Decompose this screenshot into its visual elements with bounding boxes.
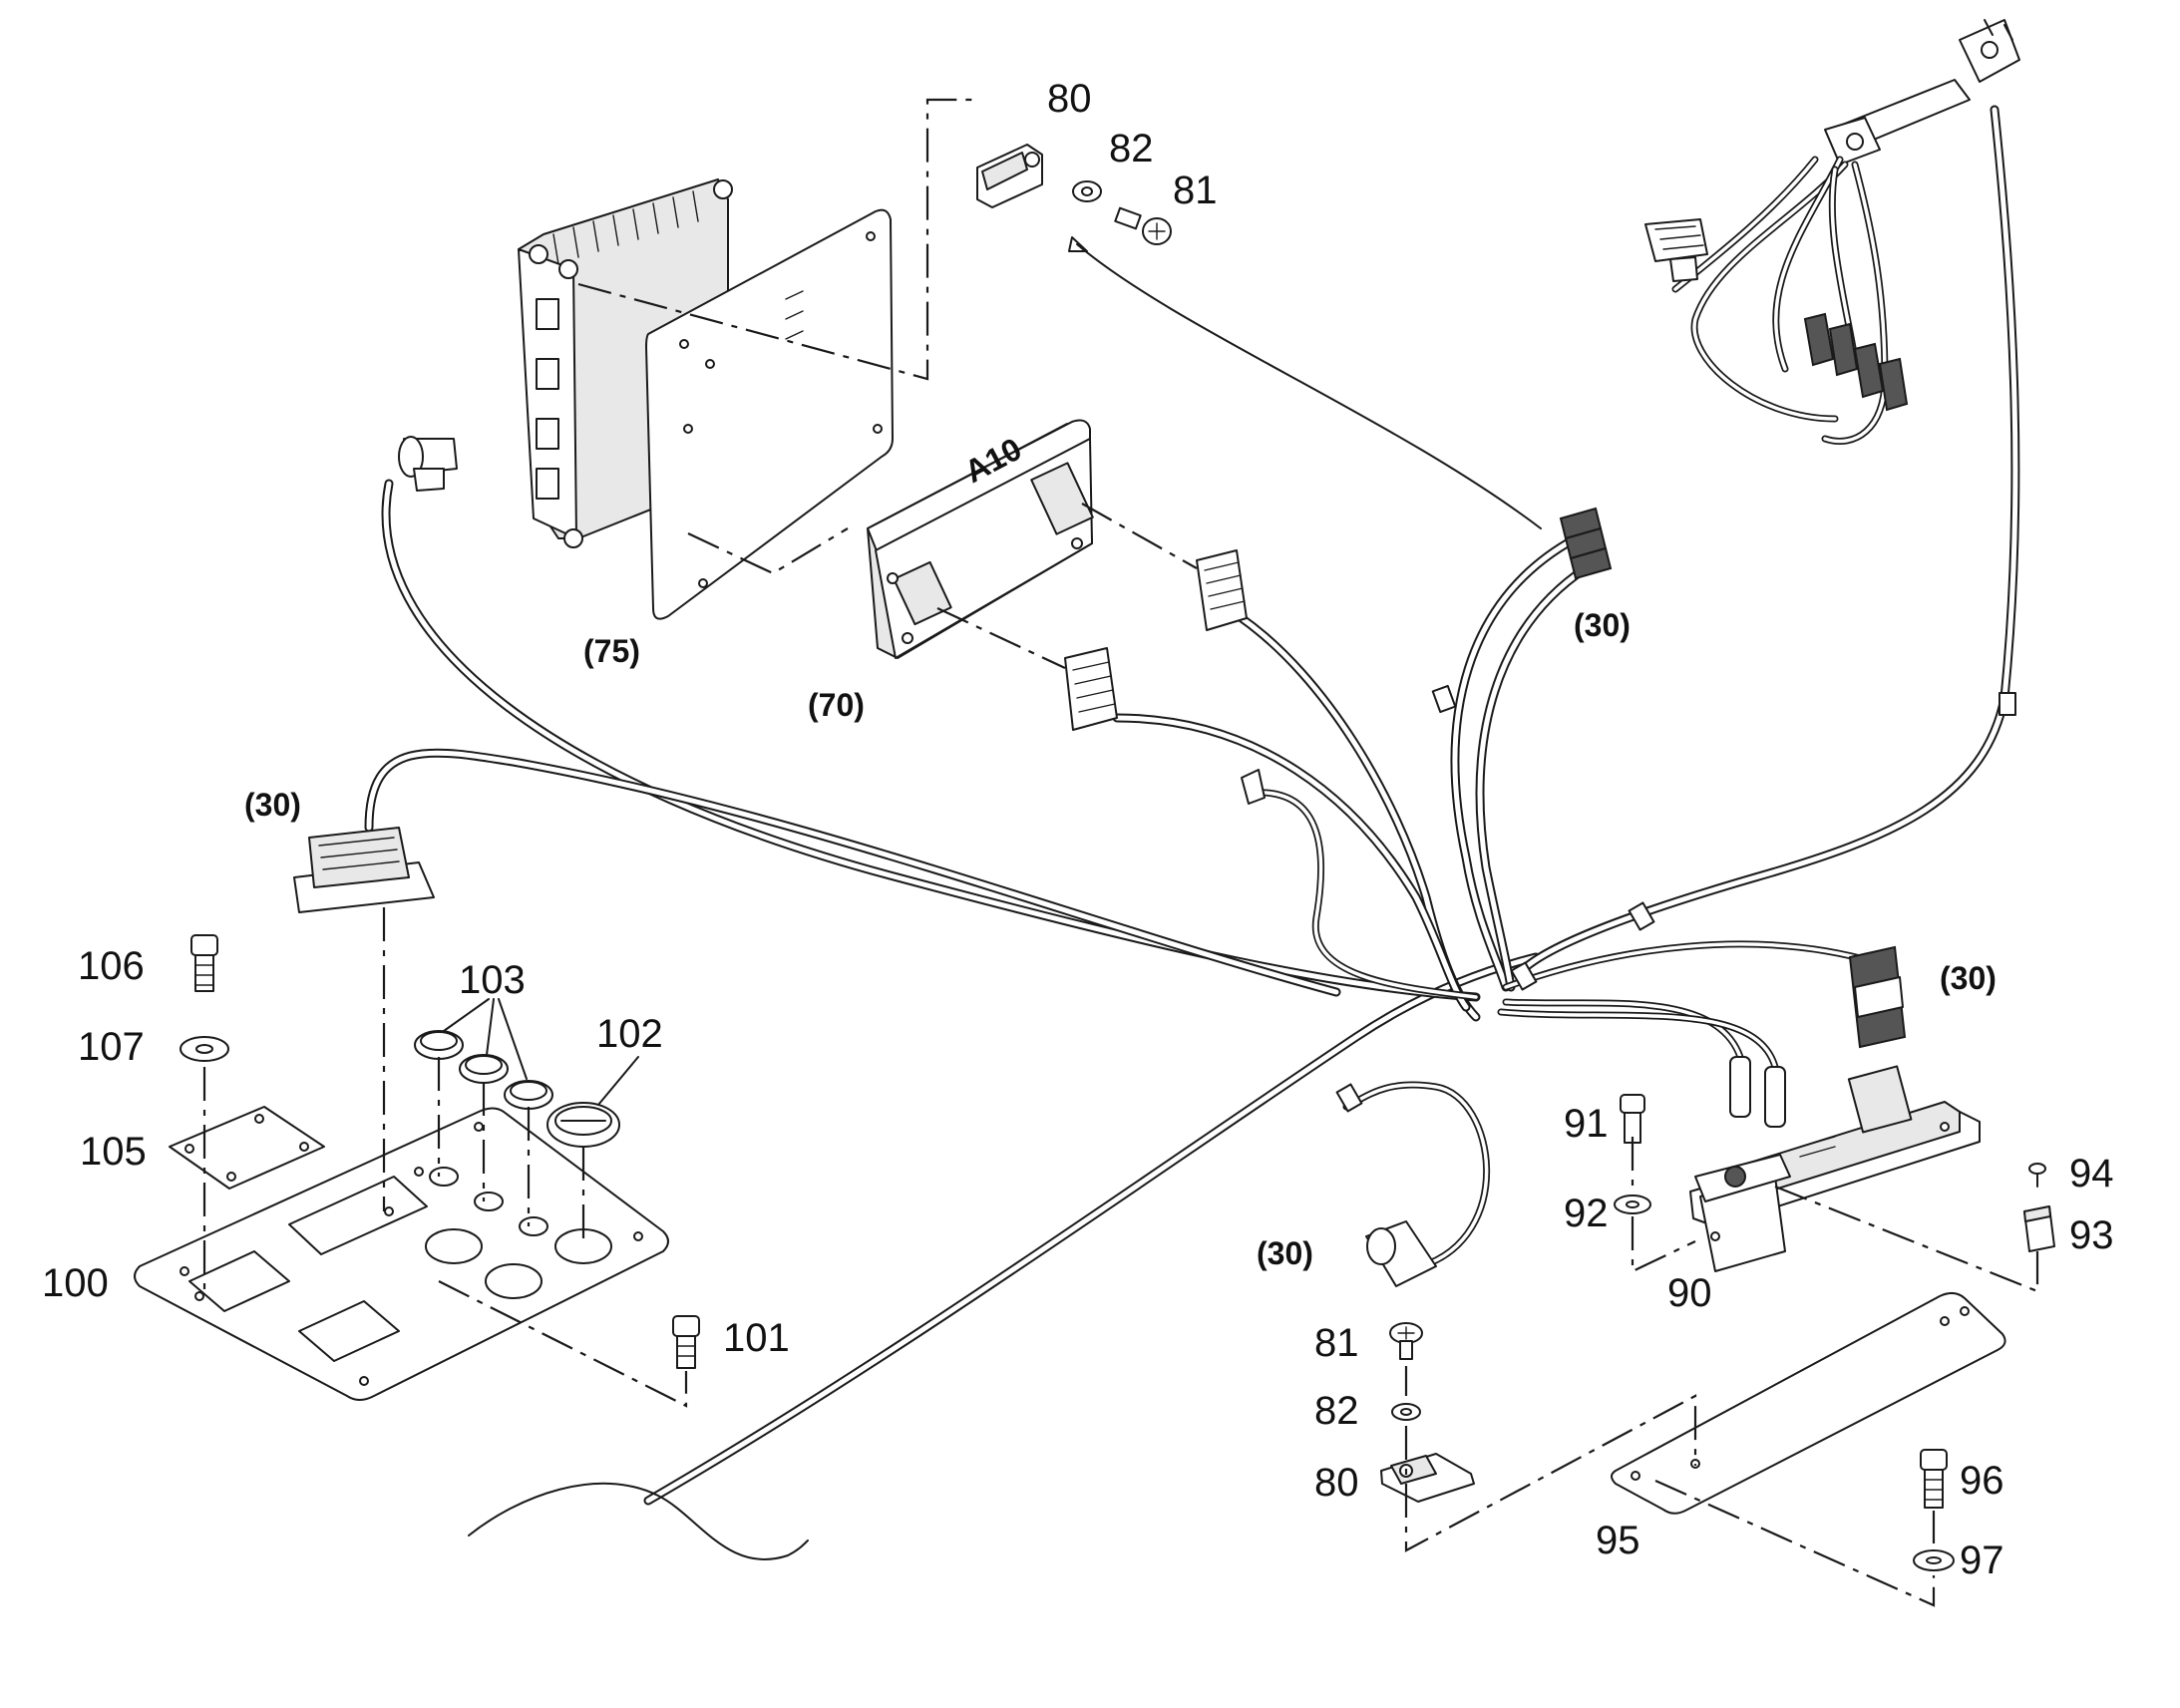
- label-81-top: 81: [1173, 169, 1218, 212]
- label-107: 107: [78, 1025, 145, 1069]
- label-102: 102: [596, 1012, 663, 1056]
- label-75: (75): [583, 633, 640, 669]
- dashed-assembly-lines: [202, 98, 2039, 1607]
- control-unit-90: [1689, 1065, 1981, 1272]
- cooling-fins: [552, 190, 699, 265]
- label-81-bottom: 81: [1314, 1321, 1359, 1365]
- label-30-panel: (30): [244, 787, 301, 823]
- pin-94: [2028, 1163, 2046, 1188]
- label-105: 105: [80, 1130, 147, 1174]
- screw-81-top: [1114, 206, 1172, 245]
- cap-93: [2023, 1205, 2055, 1252]
- top-right-bracket-harness: [1644, 19, 2020, 445]
- wiring-harness: [364, 105, 2020, 1561]
- leader-lines: [443, 998, 639, 1106]
- washer-97: [1913, 1549, 1955, 1571]
- washer-82-top: [1072, 180, 1102, 202]
- label-82-bottom: 82: [1314, 1389, 1359, 1433]
- cover-plate-105: [169, 1106, 325, 1190]
- control-module-70: A10: [867, 419, 1094, 659]
- mounting-plate-75: [645, 208, 894, 620]
- assembly-arrow: [1068, 236, 1542, 529]
- label-100: 100: [42, 1261, 109, 1305]
- washer-82-bottom: [1391, 1403, 1421, 1421]
- label-96: 96: [1960, 1459, 2004, 1503]
- screw-91: [1620, 1094, 1645, 1144]
- clip-80-top: [976, 144, 1043, 208]
- panel-connector-30: [293, 827, 435, 913]
- washer-107: [180, 1036, 229, 1062]
- label-97: 97: [1960, 1538, 2004, 1582]
- label-30-lower: (30): [1257, 1235, 1313, 1271]
- label-30-right: (30): [1940, 960, 1997, 996]
- screw-81-bottom: [1389, 1322, 1423, 1360]
- plugs-103: [414, 1030, 553, 1110]
- part-labels: 80 82 81 (30) (75) (70) (30) 106 107 103…: [42, 77, 2114, 1582]
- label-103: 103: [459, 958, 526, 1002]
- label-94: 94: [2069, 1152, 2114, 1196]
- label-80-top: 80: [1047, 77, 1092, 121]
- washer-92: [1614, 1195, 1651, 1214]
- screw-106: [190, 934, 218, 992]
- label-93: 93: [2069, 1213, 2114, 1257]
- label-30-upper-right: (30): [1574, 607, 1631, 643]
- label-90: 90: [1667, 1271, 1712, 1315]
- bracket-95: [1611, 1292, 2006, 1515]
- label-70: (70): [808, 687, 865, 723]
- label-80-bottom: 80: [1314, 1461, 1359, 1505]
- label-91: 91: [1564, 1102, 1609, 1146]
- label-95: 95: [1596, 1519, 1640, 1562]
- floor-panel-100: [134, 1107, 669, 1401]
- screw-101: [672, 1315, 700, 1369]
- clip-80-bottom: [1380, 1453, 1475, 1503]
- label-106: 106: [78, 944, 145, 988]
- plug-102: [546, 1102, 620, 1148]
- label-82-top: 82: [1109, 127, 1154, 171]
- label-92: 92: [1564, 1192, 1609, 1235]
- harness-connectors: [398, 436, 1907, 1287]
- label-101: 101: [723, 1316, 790, 1360]
- screw-96: [1920, 1449, 1948, 1509]
